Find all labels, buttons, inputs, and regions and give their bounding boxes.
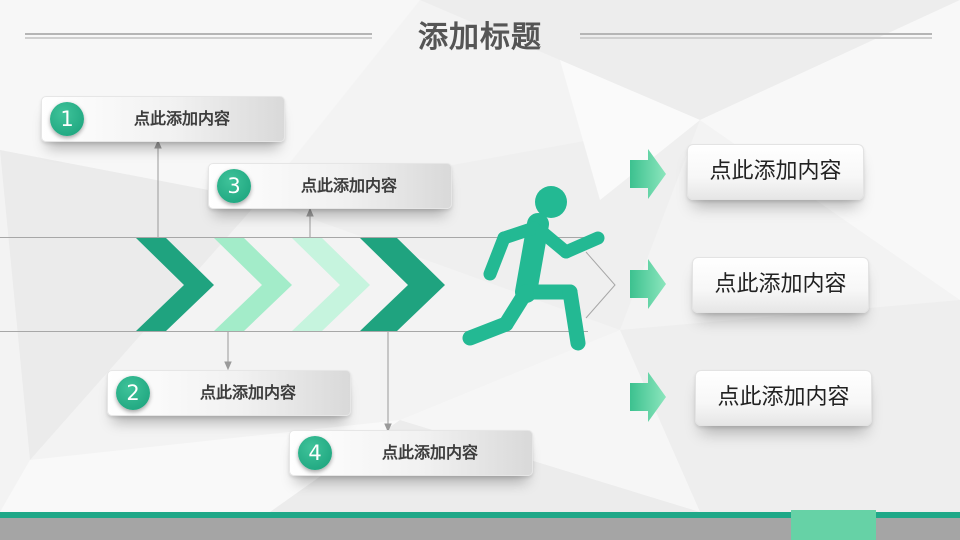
- step-label: 点此添加内容: [199, 383, 296, 402]
- chevron-icon: [136, 238, 214, 331]
- step-label: 点此添加内容: [133, 109, 230, 128]
- chevron-icon: [292, 238, 370, 331]
- result-card-3[interactable]: 点此添加内容: [695, 370, 872, 426]
- arrow-right-icon: [630, 372, 666, 422]
- title-rule-left: [25, 33, 372, 39]
- step-number-badge: 3: [217, 169, 251, 203]
- step-label: 点此添加内容: [381, 443, 478, 462]
- arrow-right-icon: [630, 149, 666, 199]
- footer-gray-bar: [0, 518, 960, 540]
- step-number-badge: 4: [298, 436, 332, 470]
- chevron-icon: [214, 238, 292, 331]
- footer-accent-line: [0, 512, 960, 518]
- step-number-badge: 2: [116, 376, 150, 410]
- page-title: 添加标题: [418, 20, 542, 55]
- runner-icon: [462, 186, 605, 351]
- arrow-right-icon: [630, 259, 666, 309]
- step-label: 点此添加内容: [300, 176, 397, 195]
- step-card-1[interactable]: 1 点此添加内容: [41, 96, 285, 142]
- result-card-1[interactable]: 点此添加内容: [687, 144, 864, 200]
- step-card-3[interactable]: 3 点此添加内容: [208, 163, 452, 209]
- chevron-icon: [360, 238, 445, 331]
- footer-tab: [791, 510, 876, 540]
- step-card-2[interactable]: 2 点此添加内容: [107, 370, 351, 416]
- band-arrow-tip: [585, 251, 616, 319]
- title-rule-right: [580, 33, 932, 39]
- step-card-4[interactable]: 4 点此添加内容: [289, 430, 533, 476]
- result-card-2[interactable]: 点此添加内容: [692, 257, 869, 313]
- step-number-badge: 1: [50, 102, 84, 136]
